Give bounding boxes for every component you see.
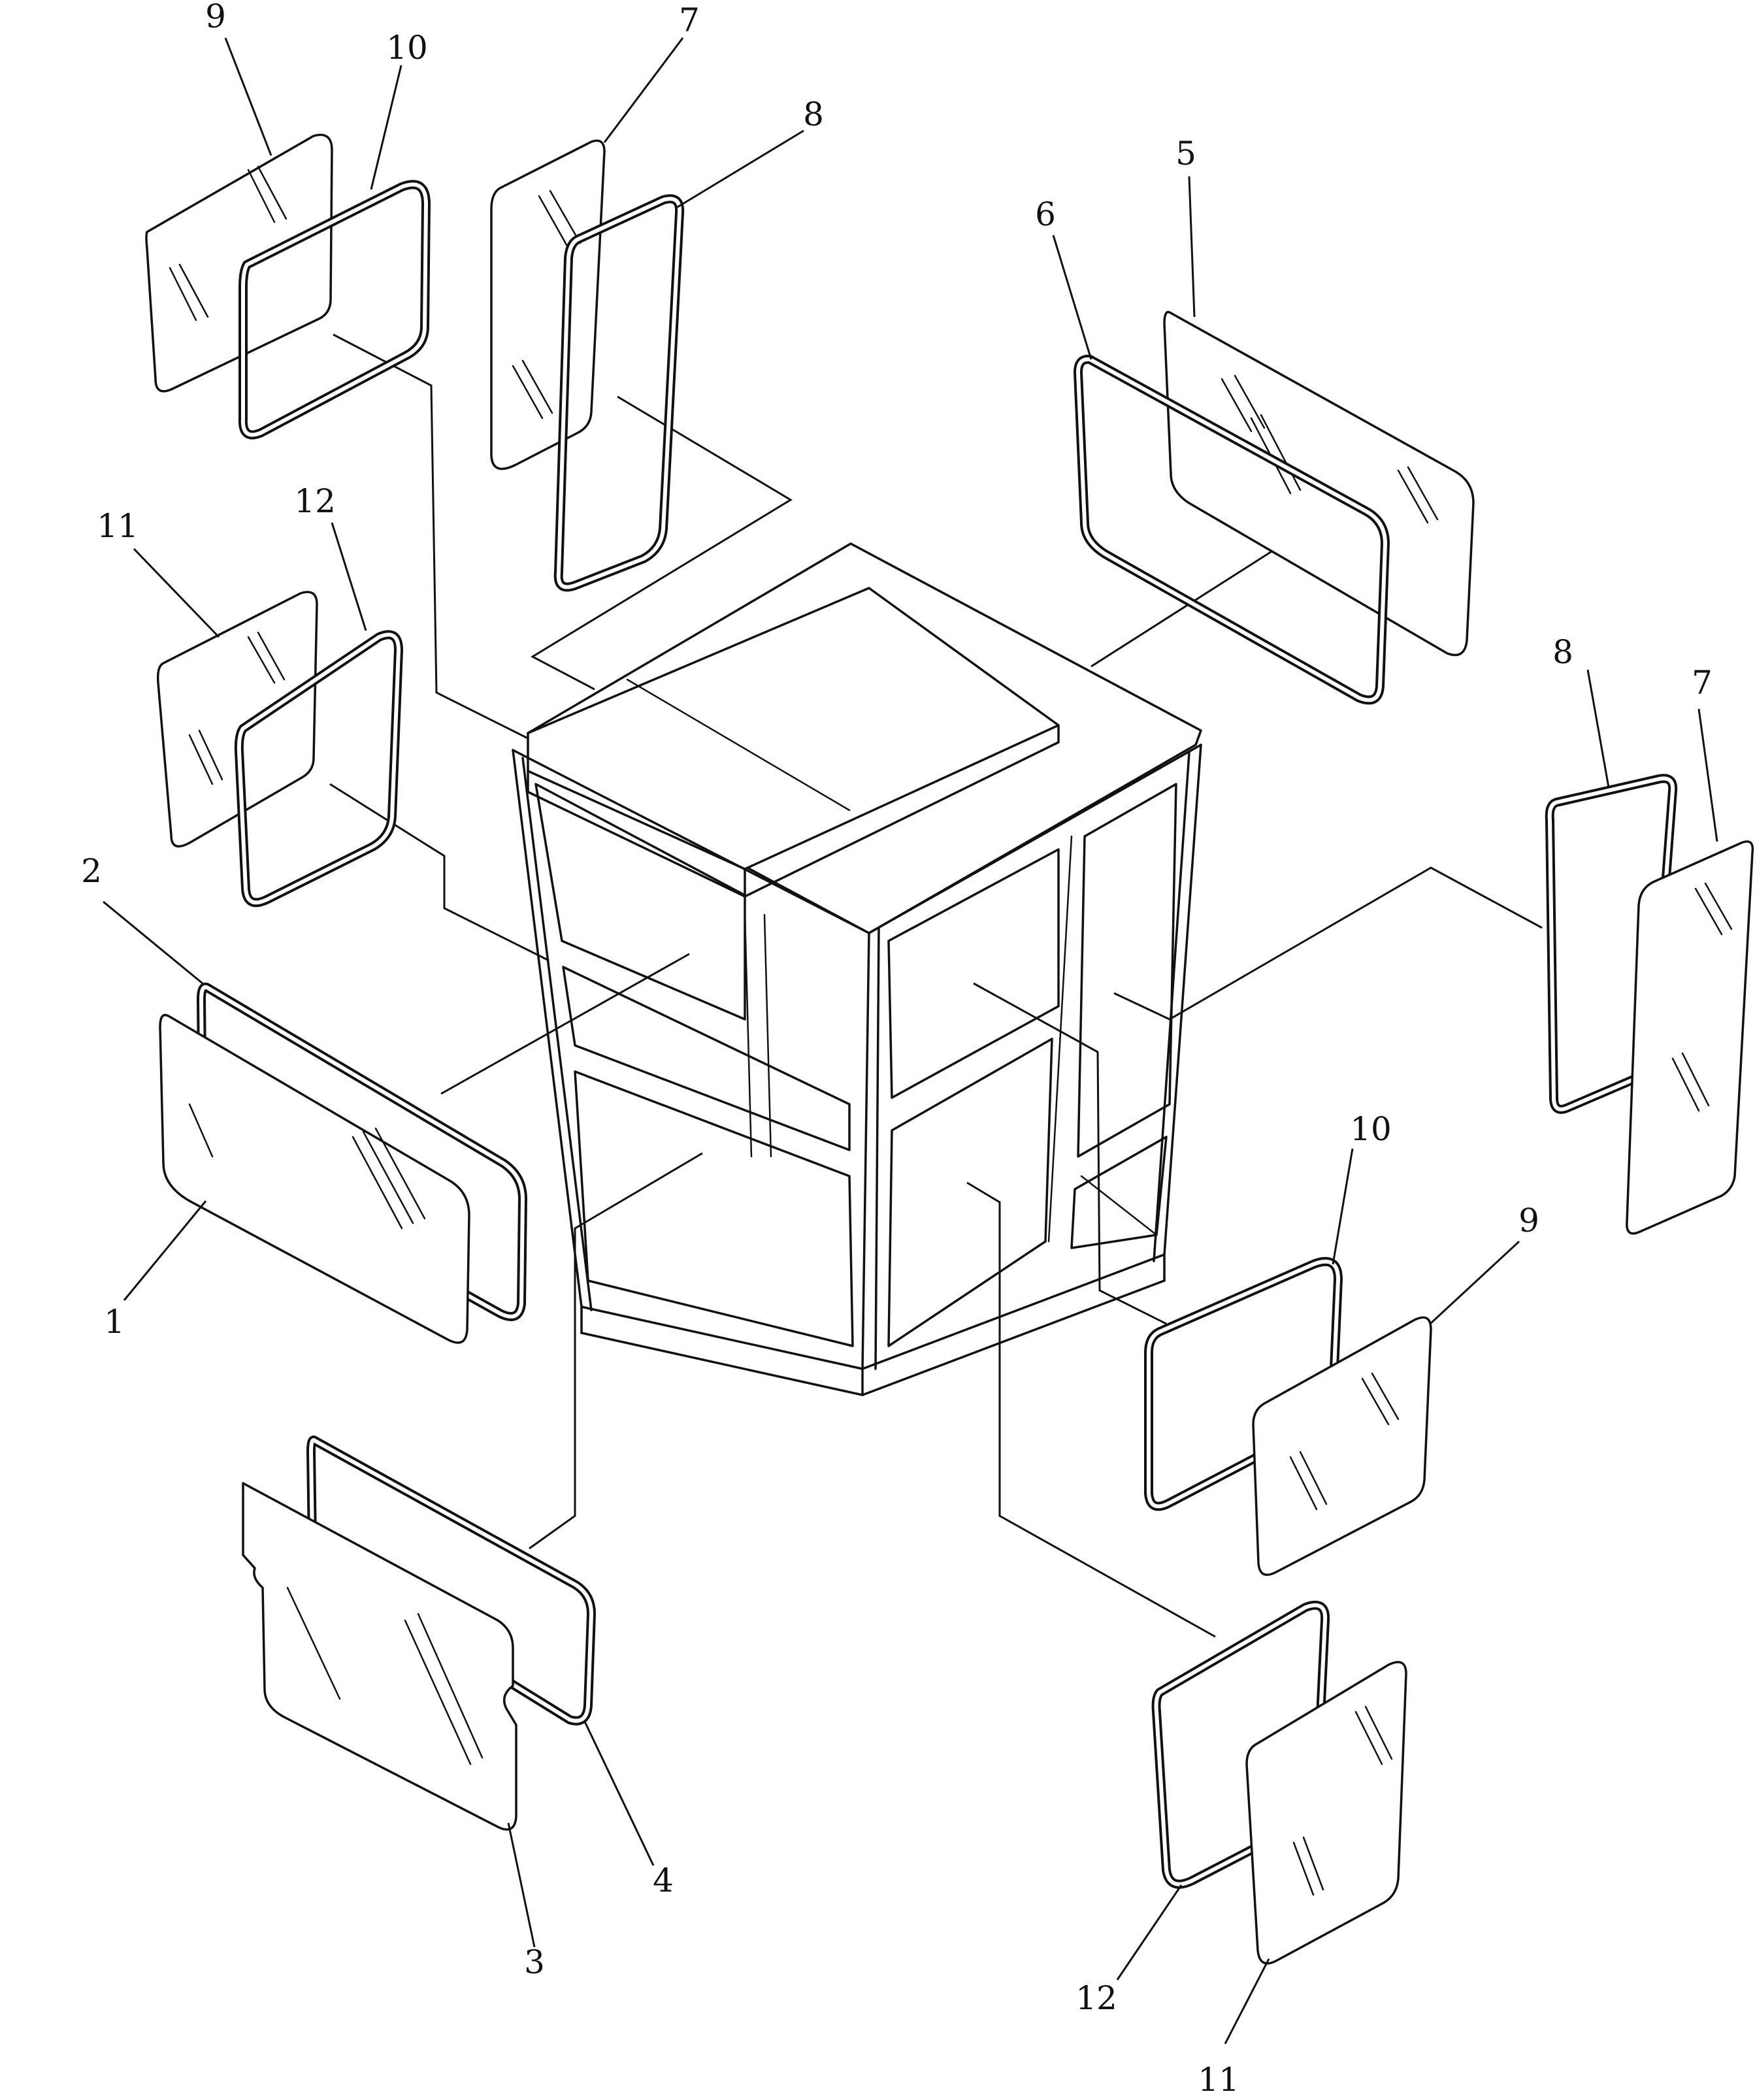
callout-7-top: 7 bbox=[679, 1, 700, 39]
leader-11-12-right bbox=[966, 1181, 1216, 1638]
callout-11-bottom: 11 bbox=[1198, 2061, 1239, 2099]
callout-2: 2 bbox=[81, 852, 102, 890]
glass-11-bottom-right bbox=[1245, 1661, 1407, 1965]
callout-6: 6 bbox=[1035, 195, 1056, 233]
leader-10-9-right bbox=[973, 982, 1167, 1325]
callout-4: 4 bbox=[653, 1862, 674, 1899]
callout-labels: 9 10 7 8 5 6 11 12 2 1 3 4 8 7 10 9 12 1… bbox=[81, 0, 1713, 2099]
leader-7-8-top bbox=[530, 395, 793, 691]
leader-9-10-top bbox=[333, 333, 529, 740]
callout-8-top: 8 bbox=[803, 95, 824, 133]
seal-6 bbox=[1074, 354, 1390, 705]
callout-9-top: 9 bbox=[205, 0, 226, 35]
seal-12-top-left bbox=[234, 630, 403, 908]
glass-3 bbox=[242, 1482, 517, 1831]
seal-8-top bbox=[553, 194, 685, 592]
callout-7-right: 7 bbox=[1692, 664, 1713, 702]
callout-12-bottom: 12 bbox=[1075, 1979, 1117, 2017]
leader-1-2 bbox=[440, 953, 690, 1095]
leader-11-12-top bbox=[329, 783, 549, 962]
callout-12-top: 12 bbox=[294, 482, 336, 520]
seal-4 bbox=[306, 1436, 596, 1726]
leader-3-4 bbox=[529, 1152, 703, 1550]
glass-9-right bbox=[1252, 1316, 1432, 1576]
leader-7-8-right bbox=[1113, 866, 1543, 1021]
glass-9-top-left bbox=[145, 133, 333, 393]
glass-7-right bbox=[1626, 840, 1754, 1235]
callout-8-right: 8 bbox=[1552, 633, 1573, 671]
callout-pointers bbox=[103, 37, 1718, 2044]
callout-10-right: 10 bbox=[1350, 1110, 1392, 1148]
leader-lines bbox=[329, 333, 1543, 1638]
seal-2 bbox=[197, 982, 527, 1321]
callout-10-top: 10 bbox=[386, 29, 428, 67]
callout-5: 5 bbox=[1175, 135, 1196, 172]
callout-3: 3 bbox=[524, 1943, 545, 1981]
cab-frame bbox=[512, 542, 1202, 1396]
callout-11-top: 11 bbox=[97, 507, 139, 545]
glass-1 bbox=[159, 1013, 470, 1344]
callout-1: 1 bbox=[104, 1303, 125, 1341]
glass-7-top bbox=[490, 139, 606, 470]
seal-10-top-left bbox=[238, 180, 431, 440]
callout-9-right: 9 bbox=[1518, 1202, 1539, 1239]
glass-11-top-left bbox=[156, 591, 318, 848]
